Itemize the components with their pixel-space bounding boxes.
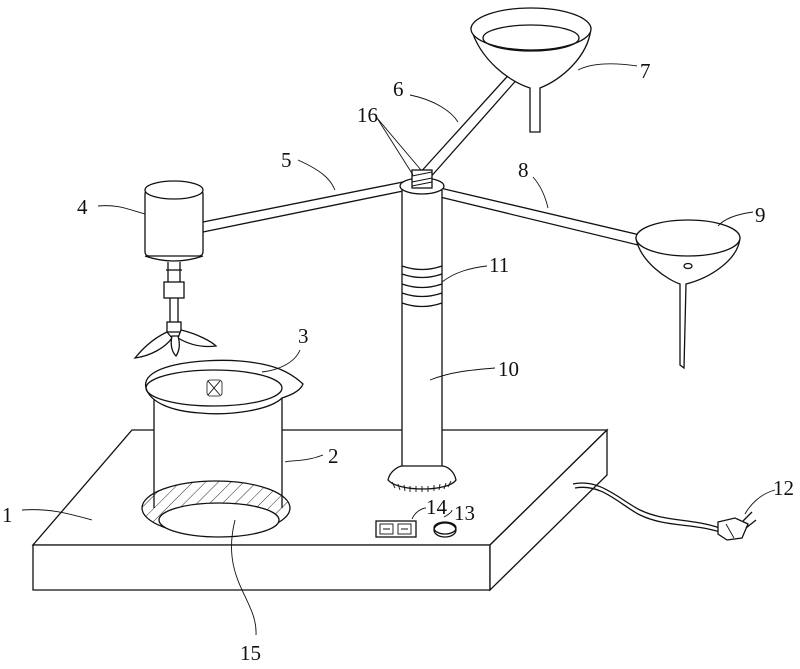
column-rings bbox=[401, 265, 443, 308]
leader-lines bbox=[21, 63, 776, 636]
label-15: 15 bbox=[240, 641, 261, 664]
reference-numerals: 1 2 3 4 5 6 7 8 9 10 11 12 13 14 15 16 bbox=[2, 59, 794, 665]
lower-funnel bbox=[635, 219, 741, 370]
arm-left bbox=[202, 180, 409, 233]
label-2: 2 bbox=[328, 444, 339, 468]
label-4: 4 bbox=[77, 195, 88, 219]
label-5: 5 bbox=[281, 148, 292, 172]
support-column bbox=[387, 169, 457, 492]
label-13: 13 bbox=[454, 501, 475, 525]
beaker bbox=[141, 396, 291, 538]
label-6: 6 bbox=[393, 77, 404, 101]
label-10: 10 bbox=[498, 357, 519, 381]
base-plate bbox=[31, 428, 609, 592]
digital-display bbox=[375, 520, 417, 538]
label-7: 7 bbox=[640, 59, 651, 83]
label-3: 3 bbox=[298, 324, 309, 348]
opening-inner bbox=[158, 502, 280, 538]
label-16: 16 bbox=[357, 103, 378, 127]
upper-funnel bbox=[470, 7, 592, 133]
label-9: 9 bbox=[755, 203, 766, 227]
lid bbox=[145, 359, 304, 415]
label-12: 12 bbox=[773, 476, 794, 500]
power-cord bbox=[572, 482, 757, 541]
label-11: 11 bbox=[489, 253, 509, 277]
arm-upper bbox=[417, 68, 521, 181]
stirrer-motor bbox=[133, 180, 218, 359]
control-knob bbox=[433, 521, 457, 538]
label-8: 8 bbox=[518, 158, 529, 182]
label-1: 1 bbox=[2, 503, 13, 527]
label-14: 14 bbox=[426, 495, 448, 519]
arm-right bbox=[439, 187, 641, 246]
